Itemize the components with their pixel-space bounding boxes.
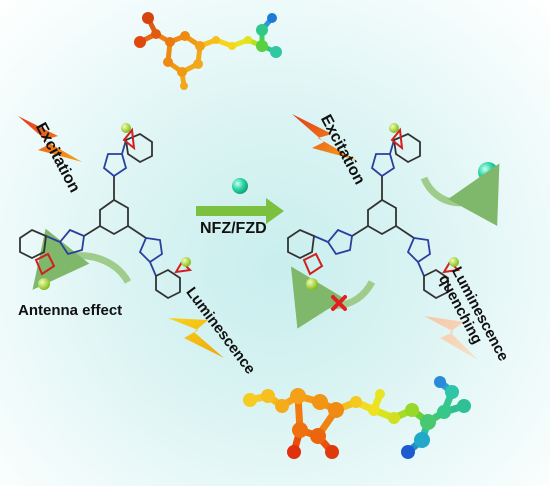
molecule-model-bottom xyxy=(243,376,471,459)
analyte-sphere-icon xyxy=(232,178,248,194)
lightning-bolt-icon xyxy=(292,114,356,160)
analyte-sphere-icon xyxy=(478,162,498,182)
cross-icon xyxy=(331,295,347,311)
complex-left xyxy=(19,132,181,300)
release-arrow xyxy=(420,163,500,227)
antenna-transfer-arrow xyxy=(32,228,132,290)
reaction-arrow xyxy=(196,198,284,224)
coordination-sites-left xyxy=(34,123,193,290)
reaction-arrow-label: NFZ/FZD xyxy=(200,220,267,237)
antenna-effect-label: Antenna effect xyxy=(18,302,123,319)
molecule-model-top xyxy=(134,12,282,90)
lightning-bolt-icon xyxy=(424,316,478,360)
coordination-sites-right xyxy=(302,123,461,290)
lightning-bolt-icon xyxy=(168,318,224,358)
lightning-bolt-icon xyxy=(18,116,82,162)
complex-right xyxy=(287,132,449,300)
